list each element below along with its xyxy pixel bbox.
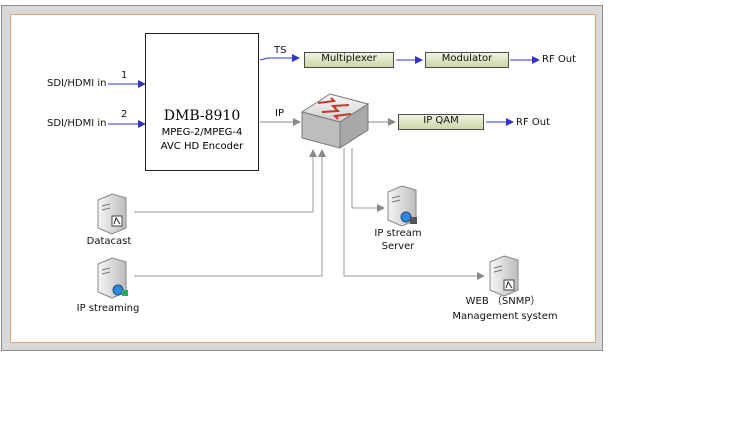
encoder-box: DMB-8910 MPEG-2/MPEG-4 AVC HD Encoder bbox=[145, 33, 259, 171]
ts-label: TS bbox=[274, 45, 287, 56]
multiplexer-block: Multiplexer bbox=[304, 52, 394, 68]
web-snmp-server-icon bbox=[489, 255, 519, 297]
ip-streaming-server-icon bbox=[97, 257, 128, 299]
web-snmp-label-1: WEB （SNMP） bbox=[465, 296, 541, 307]
modulator-block: Modulator bbox=[425, 52, 509, 68]
rf-out-label-1: RF Out bbox=[542, 54, 577, 65]
encoder-line2: AVC HD Encoder bbox=[160, 141, 244, 152]
encoder-line1: MPEG-2/MPEG-4 bbox=[161, 127, 243, 138]
input-1-number: 1 bbox=[121, 70, 128, 81]
web-snmp-link bbox=[343, 148, 485, 280]
ip-label: IP bbox=[275, 108, 284, 119]
input-1-label: SDI/HDMI in bbox=[47, 78, 107, 89]
rf-out-label-2: RF Out bbox=[516, 117, 551, 128]
ip-streaming-link bbox=[134, 149, 326, 277]
ip-stream-server-label-2: Server bbox=[381, 241, 415, 252]
datacast-label: Datacast bbox=[86, 236, 132, 247]
input-2-number: 2 bbox=[121, 109, 128, 120]
encoder-model: DMB-8910 bbox=[163, 108, 241, 124]
ts-arrow bbox=[259, 54, 300, 62]
datacast-server-icon bbox=[97, 193, 127, 235]
web-snmp-label-2: Management system bbox=[452, 311, 558, 322]
network-switch-icon bbox=[300, 93, 370, 149]
ip-qam-block: IP QAM bbox=[398, 114, 484, 130]
ip-stream-server-label-1: IP stream bbox=[374, 228, 422, 239]
ip-stream-server-link bbox=[351, 148, 385, 212]
ip-streaming-label: IP streaming bbox=[76, 303, 140, 314]
datacast-link bbox=[134, 149, 317, 213]
input-2-label: SDI/HDMI in bbox=[47, 118, 107, 129]
ip-stream-server-icon bbox=[387, 185, 417, 227]
